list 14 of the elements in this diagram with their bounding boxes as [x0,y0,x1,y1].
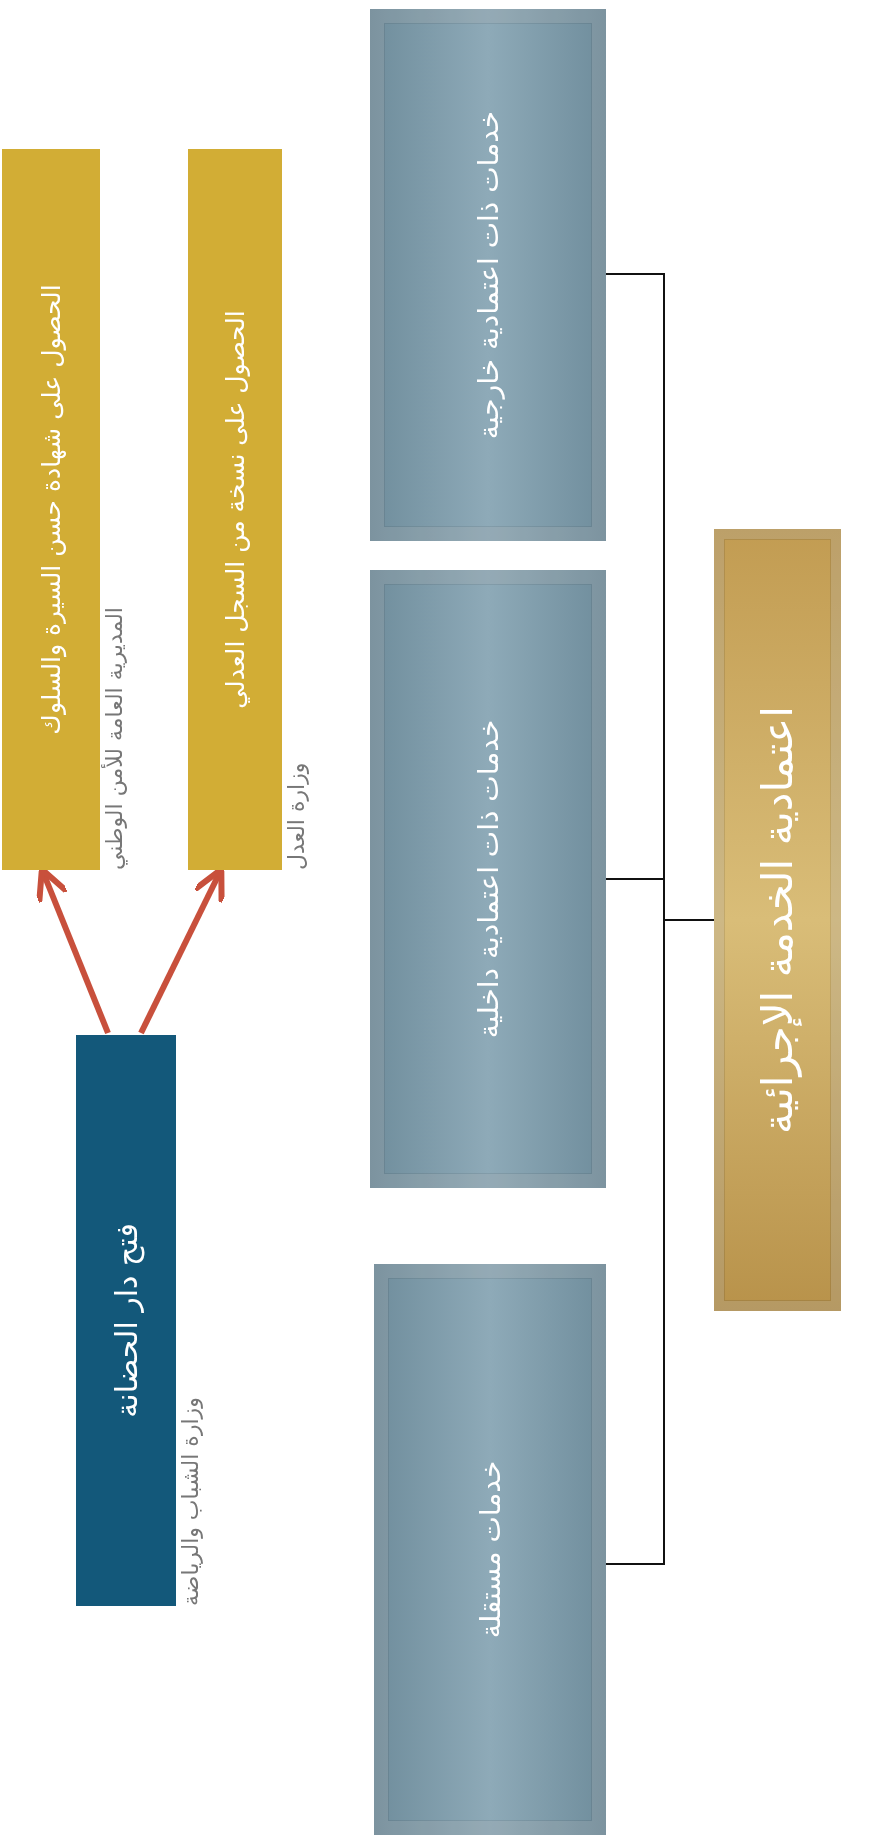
box-text: خدمات ذات اعتمادية داخلية [471,719,505,1039]
ministry-label: وزارة الشباب والرياضة [178,1397,203,1606]
ministry-label: وزارة العدل [284,762,309,870]
box-text: فتح دار الحضانة [108,1223,144,1418]
box-text: خدمات مستقلة [473,1460,507,1639]
box-text: الحصول على شهادة حسن السيرة والسلوك [36,284,66,735]
box-text: اعتمادية الخدمة الإجرائية [753,705,802,1134]
ministry-label: المديرية العامة للأمن الوطني [102,607,127,870]
category-box [374,1264,606,1835]
category-box [370,570,606,1188]
category-box [370,9,606,541]
title-box [714,529,841,1311]
box-text: الحصول على نسخة من السجل العدلي [220,310,250,709]
box-text: خدمات ذات اعتمادية خارجية [471,110,505,440]
